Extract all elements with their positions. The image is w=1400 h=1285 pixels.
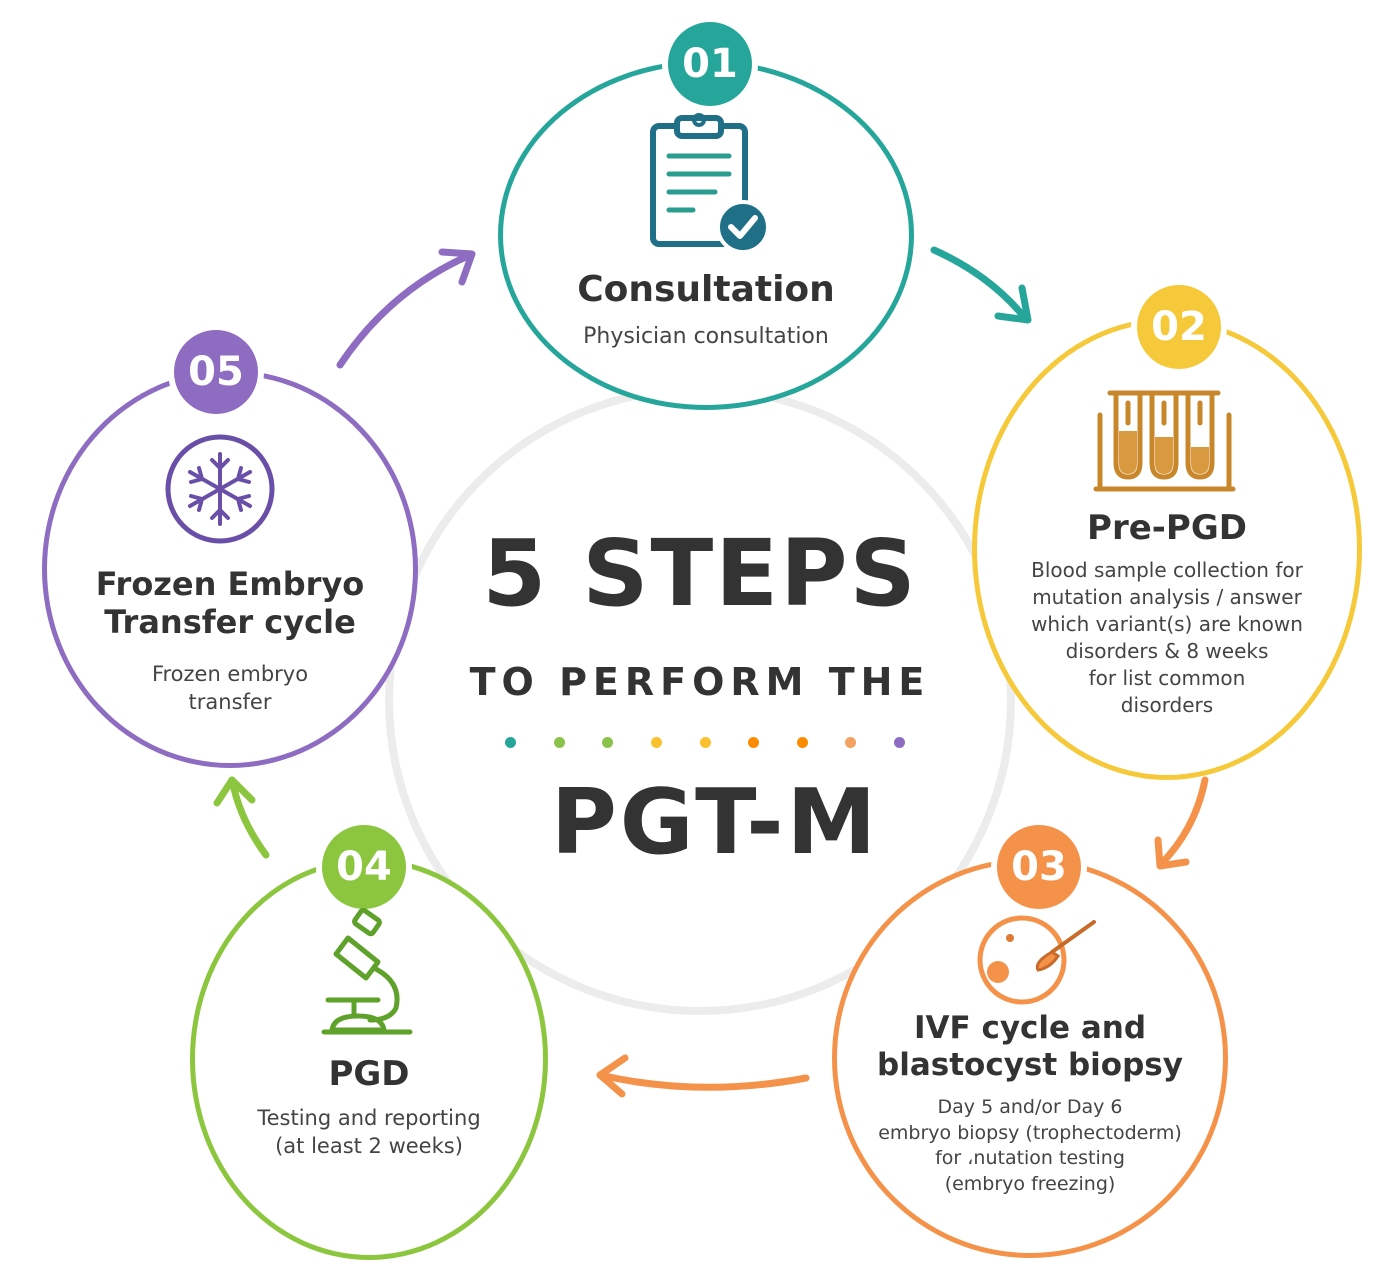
test-tubes-icon [1092, 385, 1237, 495]
title-line-3: PGT-M [550, 770, 880, 875]
arrow-02-to-03 [1154, 776, 1209, 870]
divider-dot [894, 737, 905, 748]
step-03-description: Day 5 and/or Day 6 embryo biopsy (trophe… [878, 1096, 1182, 1195]
step-01-title: Consultation [577, 269, 835, 310]
step-03-circle [832, 858, 1228, 1258]
embryo-biopsy-icon [962, 912, 1102, 1007]
arrow-04-to-05 [213, 776, 270, 859]
arrow-01-to-02 [930, 246, 1032, 324]
step-01-badge: 01 [662, 16, 758, 112]
snowflake-icon [163, 432, 277, 546]
step-04-circle [190, 858, 548, 1260]
clipboard-check-icon [645, 112, 770, 254]
divider-dot [650, 737, 662, 748]
divider-dot [699, 737, 711, 748]
step-02-description: Blood sample collection for mutation ana… [1031, 558, 1303, 717]
title-line-2: TO PERFORM THE [469, 660, 931, 704]
divider-dot [553, 737, 565, 748]
step-02-badge: 02 [1131, 279, 1227, 375]
divider-dot [602, 737, 614, 748]
arrow-03-to-04 [596, 1054, 810, 1098]
divider-dot [505, 737, 516, 748]
step-03-title: IVF cycle and blastocyst biopsy [877, 1010, 1183, 1084]
step-03-badge: 03 [991, 819, 1087, 915]
dot-divider [505, 737, 905, 749]
arrow-05-to-01 [336, 248, 476, 369]
step-04-description: Testing and reporting (at least 2 weeks) [257, 1106, 481, 1159]
step-02-title: Pre-PGD [1087, 508, 1247, 548]
step-05-title: Frozen Embryo Transfer cycle [95, 565, 365, 642]
divider-dot [845, 737, 857, 748]
step-01-description: Physician consultation [583, 324, 829, 349]
step-05-description: Frozen embryo transfer [151, 662, 309, 715]
step-04-title: PGD [328, 1054, 410, 1094]
microscope-icon [318, 907, 418, 1038]
divider-dot [748, 737, 760, 748]
title-line-1: 5 STEPS [482, 520, 918, 627]
divider-dot [796, 737, 808, 748]
step-05-badge: 05 [168, 324, 264, 420]
step-04-badge: 04 [316, 819, 412, 915]
